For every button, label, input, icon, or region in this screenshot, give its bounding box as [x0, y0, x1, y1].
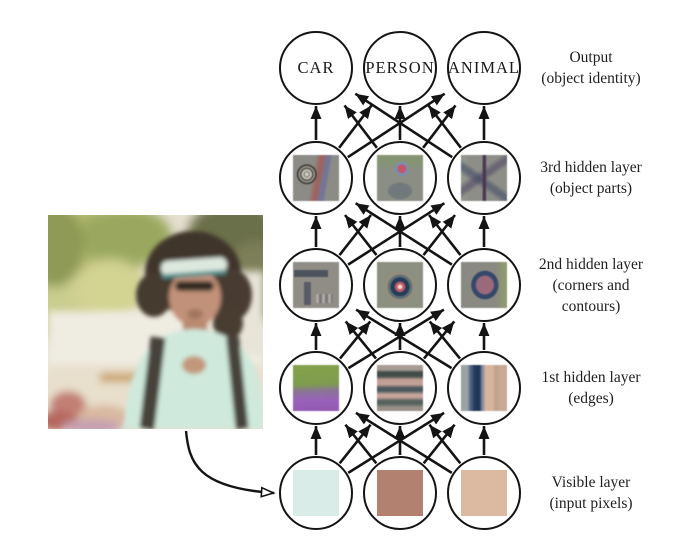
person-feature-tile	[377, 155, 423, 201]
arrow-hidden32-to-output1	[343, 104, 378, 149]
arrow-hidden22-to-hidden31	[343, 214, 378, 256]
node-output-1: CAR	[279, 31, 353, 105]
label-line: 3rd hidden layer	[540, 159, 642, 176]
arrow-hidden33-to-output2	[427, 104, 462, 149]
label-line: Output	[569, 49, 613, 66]
arrow-visible1-to-hidden12	[338, 423, 372, 465]
node-hidden2-2	[363, 248, 437, 322]
arrow-visible3-to-hidden12	[428, 423, 462, 465]
node-output-2: PERSON	[363, 31, 437, 105]
node-hidden3-2	[363, 141, 437, 215]
pixel-color-swatch	[377, 470, 423, 516]
label-line: Visible layer	[551, 474, 631, 491]
label-hidden3: 3rd hidden layer (object parts)	[506, 157, 676, 199]
arrow-visible3-to-hidden11	[355, 411, 453, 475]
node-hidden1-1	[279, 351, 353, 425]
input-photo	[48, 215, 263, 429]
node-hidden1-2	[363, 351, 437, 425]
arrow-hidden21-to-hidden33	[347, 202, 446, 266]
edge-horizontal-stripes-feature-tile	[377, 365, 423, 411]
node-hidden2-3	[447, 248, 521, 322]
arrow-visible2-to-hidden13	[422, 423, 456, 465]
arrow-hidden31-to-output3	[347, 92, 446, 159]
pixel-color-swatch	[461, 470, 507, 516]
arrow-hidden23-to-hidden31	[354, 202, 453, 266]
label-line: (input pixels)	[549, 495, 633, 512]
arrow-hidden33-to-output1	[354, 92, 453, 159]
wheel-feature-tile	[293, 155, 339, 201]
output-class-label: ANIMAL	[448, 58, 520, 77]
arrow-hidden13-to-hidden21	[355, 308, 453, 370]
corner-feature-tile	[293, 262, 339, 308]
arrow-visible1-to-hidden13	[347, 411, 445, 475]
output-class-label: CAR	[297, 58, 335, 77]
label-output: Output (object identity)	[506, 47, 676, 89]
label-hidden2: 2nd hidden layer (corners and contours)	[506, 254, 676, 317]
animal-feature-tile	[461, 155, 507, 201]
label-hidden1: 1st hidden layer (edges)	[506, 367, 676, 409]
arrow-hidden12-to-hidden21	[344, 320, 378, 360]
node-output-3: ANIMAL	[447, 31, 521, 105]
node-hidden2-1	[279, 248, 353, 322]
arrow-hidden23-to-hidden32	[427, 214, 462, 256]
arrow-hidden21-to-hidden32	[338, 214, 373, 256]
arrow-hidden31-to-output2	[338, 104, 373, 149]
node-visible-3	[447, 456, 521, 530]
photo-person	[124, 231, 263, 429]
arrow-visible2-to-hidden11	[344, 423, 378, 465]
arrow-hidden11-to-hidden22	[338, 320, 372, 360]
label-line: (object parts)	[549, 180, 633, 197]
arrow-hidden12-to-hidden23	[422, 320, 456, 360]
label-line: (object identity)	[541, 70, 641, 87]
contour-feature-tile	[461, 262, 507, 308]
node-hidden3-3	[447, 141, 521, 215]
output-class-label: PERSON	[365, 58, 435, 77]
arrow-hidden13-to-hidden22	[428, 320, 462, 360]
label-line: (corners and	[552, 276, 630, 294]
label-visible: Visible layer (input pixels)	[506, 472, 676, 514]
node-hidden1-3	[447, 351, 521, 425]
ring-feature-tile	[377, 262, 423, 308]
edge-vertical-stripes-feature-tile	[461, 365, 507, 411]
edge-green-purple-feature-tile	[293, 365, 339, 411]
node-visible-2	[363, 456, 437, 530]
node-visible-1	[279, 456, 353, 530]
label-line: 2nd hidden layer	[538, 255, 644, 273]
arrow-hidden11-to-hidden23	[347, 308, 445, 370]
pixel-color-swatch	[293, 470, 339, 516]
label-line: (edges)	[568, 390, 614, 407]
node-hidden3-1	[279, 141, 353, 215]
label-line: contours)	[561, 297, 621, 315]
label-line: 1st hidden layer	[541, 369, 641, 386]
photo-to-visible-arrow	[184, 430, 274, 493]
